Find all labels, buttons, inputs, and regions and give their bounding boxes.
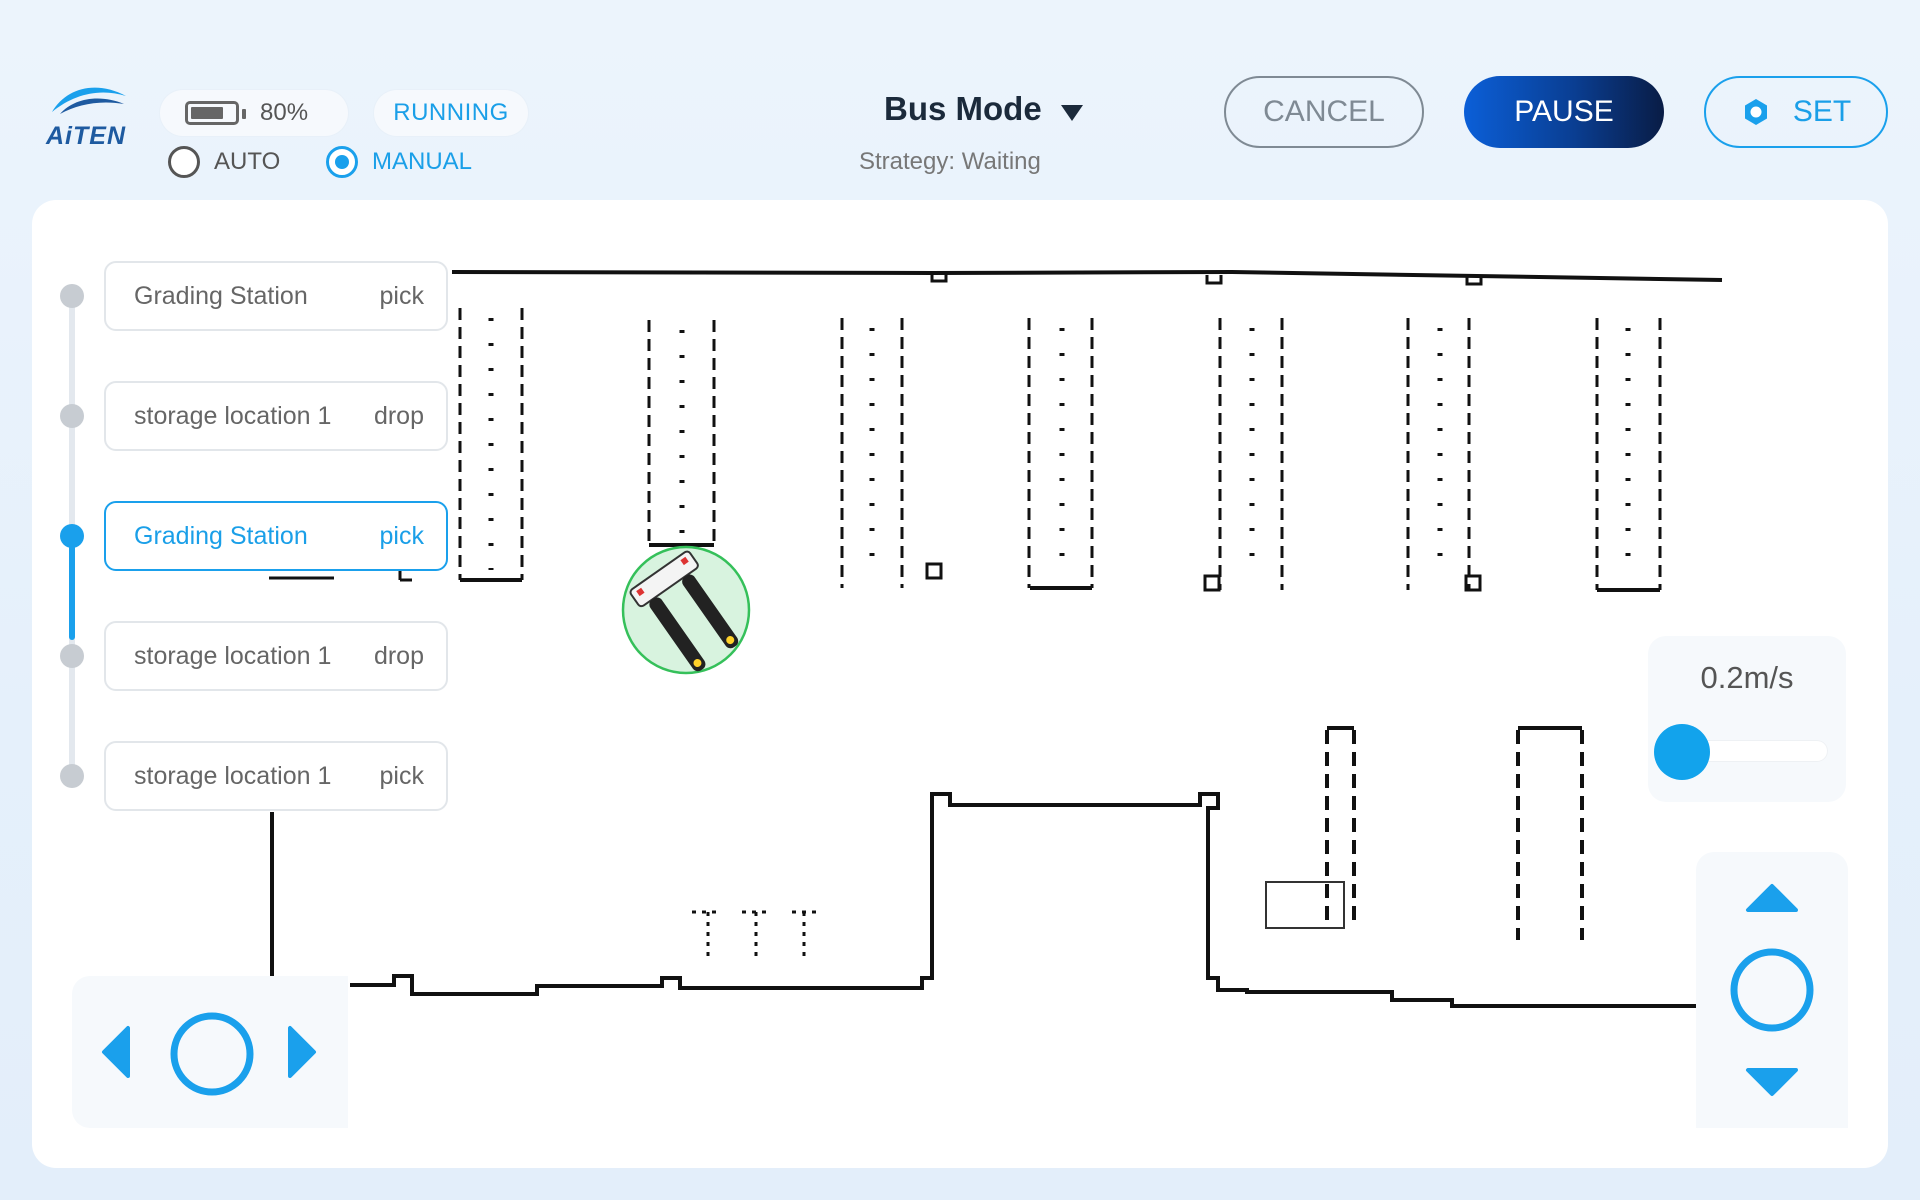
logo-text: AiTEN	[46, 122, 126, 150]
settings-hex-icon	[1744, 99, 1767, 125]
task-name: Grading Station	[134, 521, 308, 550]
logo-swoosh-icon	[52, 87, 126, 114]
task-name: storage location 1	[134, 641, 332, 670]
radio-manual-label: MANUAL	[372, 148, 473, 175]
task-action: pick	[379, 281, 424, 310]
task-step-dot	[60, 404, 84, 428]
battery-percent: 80%	[260, 99, 309, 126]
radio-manual-icon[interactable]	[326, 146, 358, 178]
vertical-control-pad	[1696, 852, 1848, 1128]
mode-radio-manual[interactable]: MANUAL	[326, 146, 472, 178]
speed-value: 0.2m/s	[1700, 660, 1794, 695]
joystick-circle-icon[interactable]	[168, 1010, 256, 1098]
task-item[interactable]: Grading Station pick	[104, 261, 448, 331]
task-item[interactable]: storage location 1 drop	[104, 381, 448, 451]
strategy-label: Strategy:	[859, 148, 956, 175]
mode-selector-title[interactable]: Bus Mode	[884, 90, 1042, 127]
pause-button[interactable]: PAUSE	[1464, 76, 1664, 148]
set-button-label: SET	[1792, 95, 1852, 128]
task-step-dot	[60, 644, 84, 668]
dropdown-caret-icon[interactable]	[1061, 105, 1083, 121]
warehouse-map[interactable]	[32, 200, 1888, 1168]
speed-panel: 0.2m/s	[1648, 636, 1846, 802]
strategy-status: Strategy: Waiting	[859, 148, 1041, 176]
set-button[interactable]: SET	[1704, 76, 1888, 148]
arrow-right-icon[interactable]	[286, 1024, 318, 1080]
mode-radio-auto[interactable]: AUTO	[168, 146, 280, 178]
task-action: pick	[379, 761, 424, 790]
cancel-button[interactable]: CANCEL	[1224, 76, 1424, 148]
speed-slider-track[interactable]	[1684, 740, 1828, 762]
task-name: storage location 1	[134, 401, 332, 430]
aiten-logo: AiTEN	[44, 78, 134, 150]
arrow-up-icon[interactable]	[1744, 882, 1800, 914]
arrow-down-icon[interactable]	[1744, 1066, 1800, 1098]
task-item[interactable]: storage location 1 pick	[104, 741, 448, 811]
arrow-left-icon[interactable]	[100, 1024, 132, 1080]
status-badge: RUNNING	[374, 90, 528, 136]
task-action: drop	[373, 641, 424, 670]
task-name: storage location 1	[134, 761, 332, 790]
task-item[interactable]: storage location 1 drop	[104, 621, 448, 691]
joystick-circle-icon[interactable]	[1728, 946, 1816, 1034]
radio-auto-label: AUTO	[214, 148, 281, 175]
horizontal-control-pad	[72, 976, 348, 1128]
task-name: Grading Station	[134, 281, 308, 310]
task-step-dot	[60, 764, 84, 788]
battery-indicator: 80%	[160, 90, 348, 136]
task-action: pick	[379, 521, 424, 550]
strategy-value: Waiting	[961, 148, 1041, 175]
task-step-dot-active	[60, 524, 84, 548]
battery-icon	[185, 101, 246, 125]
task-item-active[interactable]: Grading Station pick	[104, 501, 448, 571]
task-action: drop	[373, 401, 424, 430]
speed-slider-thumb[interactable]	[1654, 724, 1710, 780]
task-step-dot	[60, 284, 84, 308]
task-progress-active	[69, 536, 75, 640]
radio-auto-icon[interactable]	[168, 146, 200, 178]
forklift-robot-icon[interactable]	[621, 545, 751, 678]
